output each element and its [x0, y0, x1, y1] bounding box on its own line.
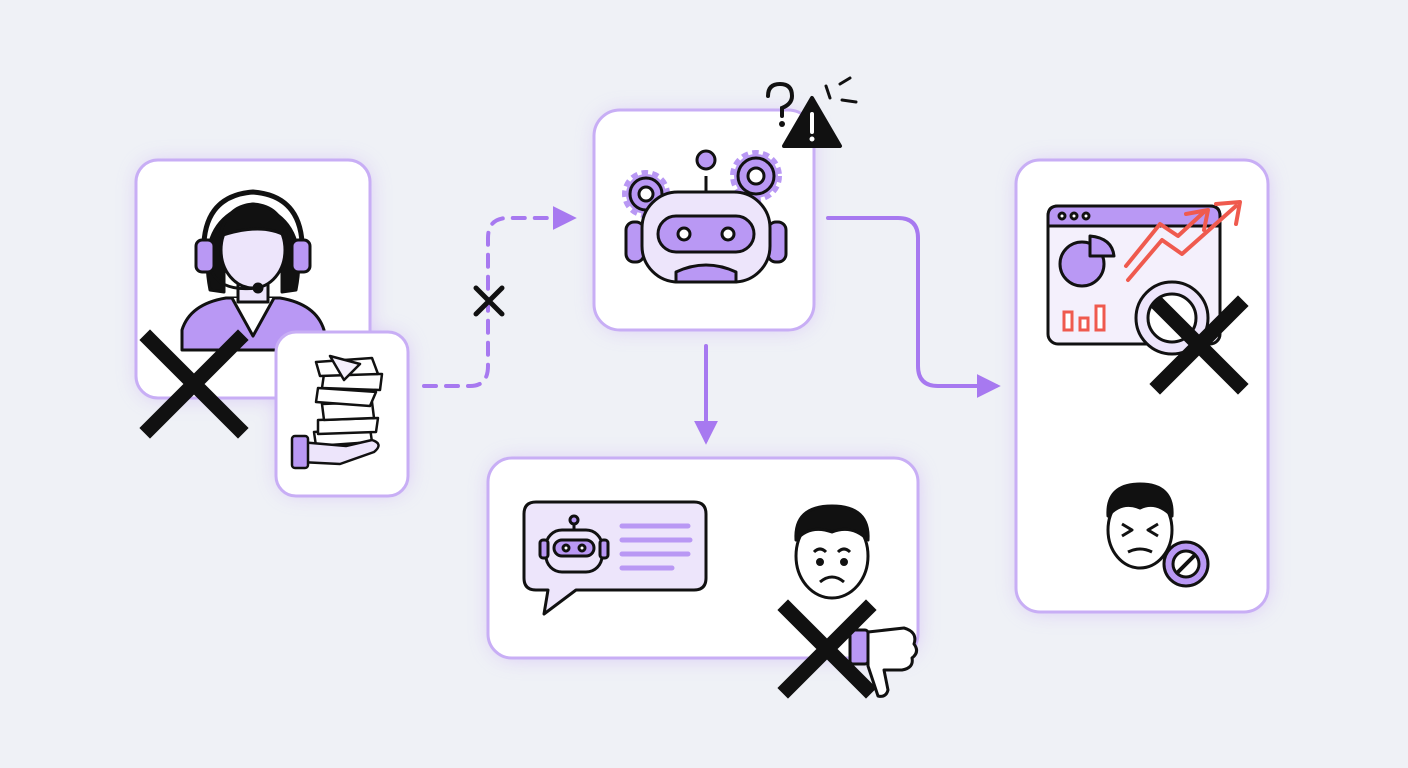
robot-with-gears-icon — [622, 149, 788, 284]
rising-trend-arrows-icon — [1124, 200, 1242, 282]
chat-text-lines — [619, 523, 693, 571]
bot-chat-outcome-card — [486, 456, 920, 699]
crossed-out-x-icon — [139, 329, 249, 439]
pie-chart-icon — [1058, 234, 1116, 288]
connector-bot-to-analytics — [826, 216, 1001, 398]
thumbs-down-icon — [848, 626, 919, 698]
support-agent-headset-icon — [180, 189, 326, 352]
paper-stack-card — [274, 330, 410, 498]
broken-link-x-icon — [473, 285, 505, 317]
analytics-outcome-card — [1014, 158, 1270, 614]
warning-triangle-icon — [782, 96, 842, 148]
bot-chat-bubble-icon — [522, 500, 708, 616]
bar-chart-icon — [1062, 304, 1106, 332]
connector-paper-to-bot — [422, 206, 577, 388]
frustrated-customer-face-icon — [1106, 482, 1174, 570]
ai-bot-card — [592, 76, 858, 332]
gear-icon — [730, 150, 782, 202]
crossed-out-x-icon — [1149, 295, 1249, 395]
sad-customer-face-icon — [794, 504, 870, 600]
blocked-icon — [1162, 540, 1210, 588]
hand-holding-paper-stack-icon — [290, 354, 384, 470]
alert-spark-lines — [824, 76, 858, 104]
question-mark-icon — [766, 81, 795, 127]
crossed-out-x-icon — [777, 599, 877, 699]
